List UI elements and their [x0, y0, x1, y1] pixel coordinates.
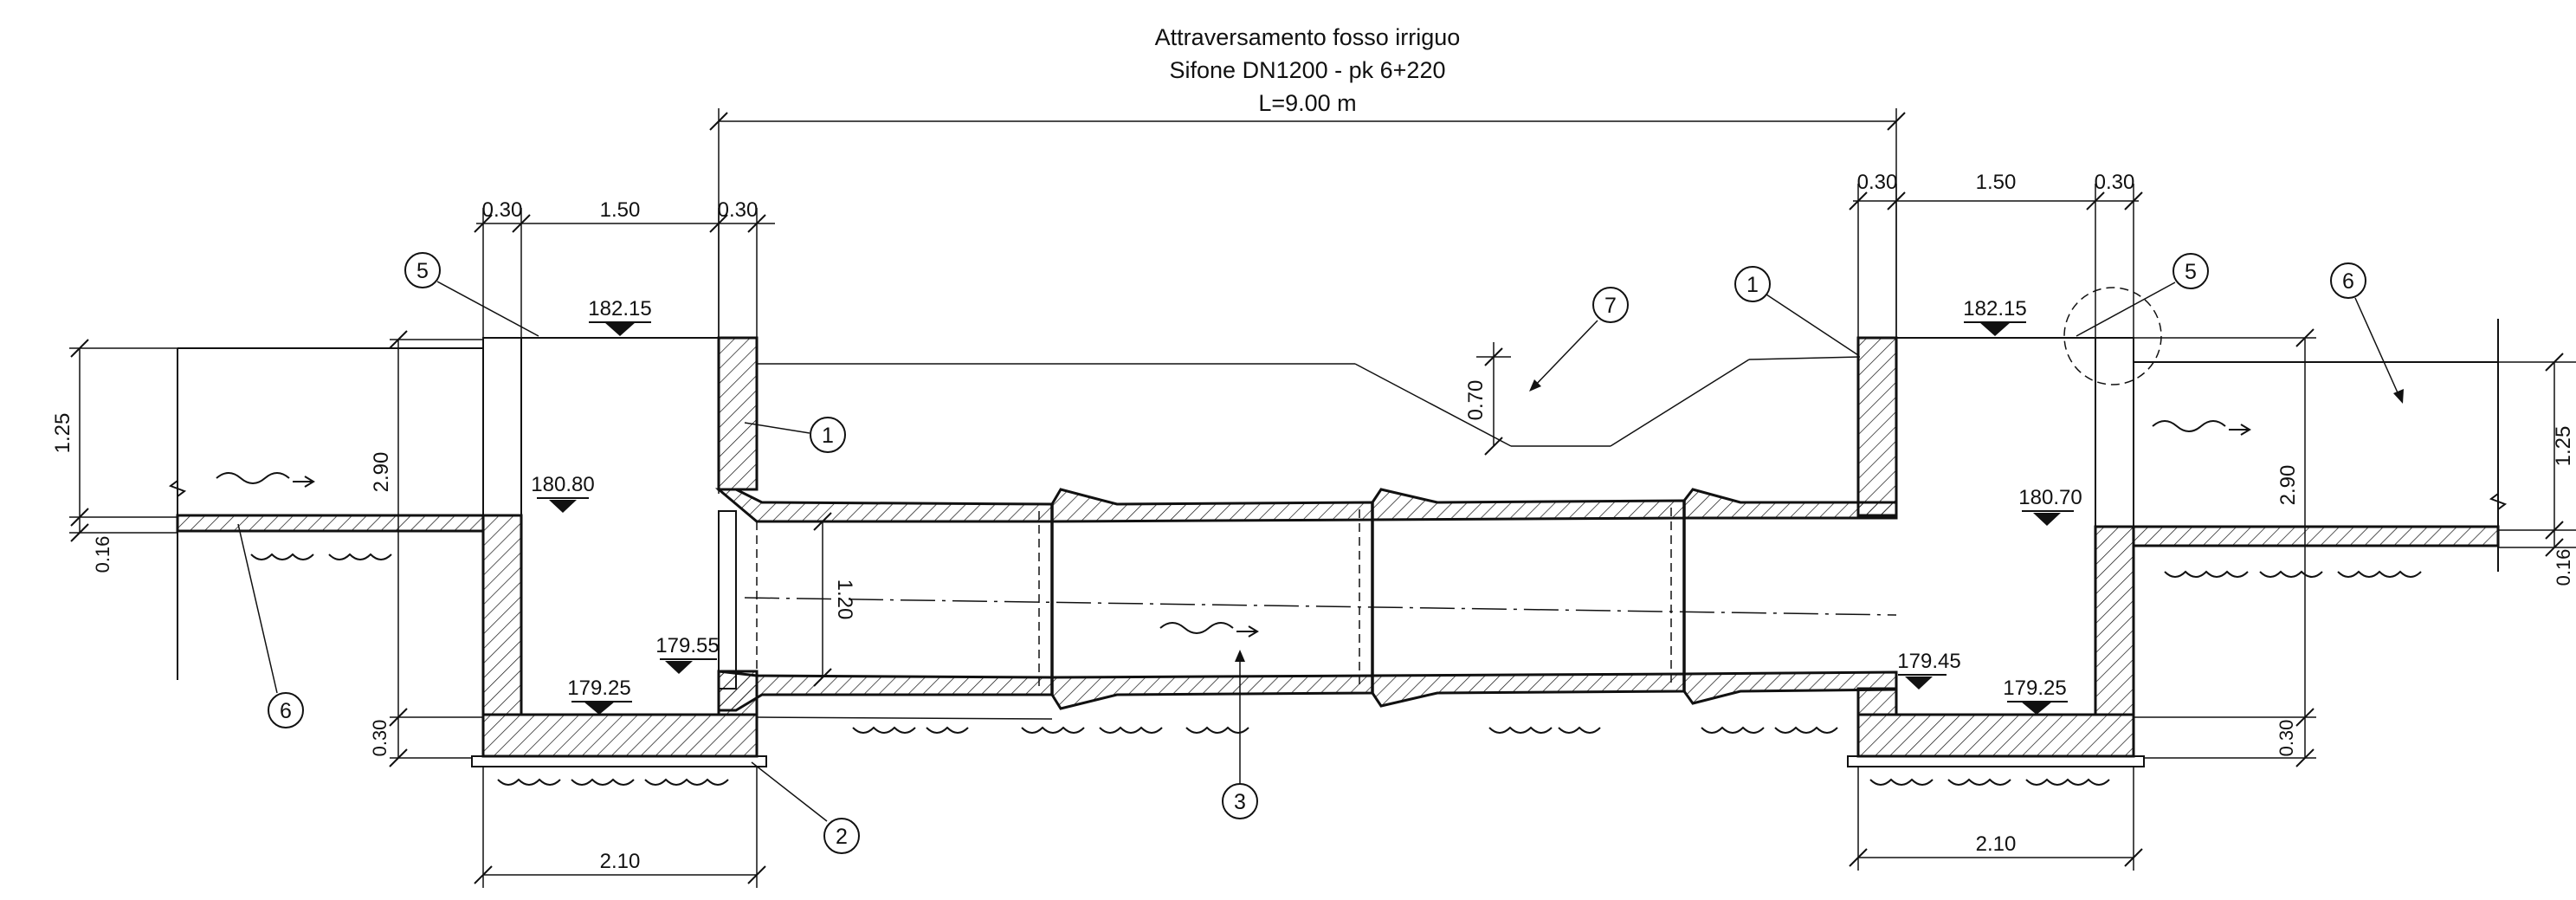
dim-left-chamber: 1.50 — [600, 198, 641, 222]
callout-5-right: 5 — [2185, 260, 2197, 284]
elev-left-top: 182.15 — [588, 297, 651, 321]
title-line-3: L=9.00 m — [1258, 90, 1356, 116]
elev-left-water: 180.80 — [531, 473, 594, 496]
callout-3: 3 — [1234, 790, 1246, 814]
elev-right-invert: 179.45 — [1897, 650, 1960, 673]
title-line-2: Sifone DN1200 - pk 6+220 — [1170, 57, 1446, 83]
dim-left-width: 2.10 — [600, 850, 641, 873]
dim-right-width: 2.10 — [1976, 832, 2017, 856]
left-chamber: 0.30 1.50 0.30 182.15 180.80 179.55 179.… — [369, 198, 775, 888]
title-block: Attraversamento fosso irriguo Sifone DN1… — [1155, 24, 1461, 116]
siphon-pipe: 1.20 — [714, 488, 1898, 734]
callout-6-right: 6 — [2342, 269, 2354, 294]
callout-2: 2 — [836, 825, 848, 849]
dim-left-channel-thickness: 0.16 — [92, 536, 113, 573]
dim-right-wall-left: 0.30 — [1857, 171, 1898, 194]
dim-left-height: 2.90 — [370, 452, 393, 493]
ditch-profile: 0.70 — [757, 342, 1861, 456]
dim-right-wall-right: 0.30 — [2095, 171, 2135, 194]
elev-right-water: 180.70 — [2018, 486, 2082, 509]
callouts: 5 1 6 2 3 7 1 5 6 — [237, 252, 2404, 854]
dim-ditch-depth: 0.70 — [1464, 380, 1488, 421]
elev-left-bottom: 179.25 — [567, 677, 630, 700]
left-channel: 1.25 0.16 — [51, 339, 485, 680]
elev-right-bottom: 179.25 — [2003, 677, 2066, 700]
dim-right-base: 0.30 — [2276, 720, 2297, 757]
callout-6-left: 6 — [280, 699, 292, 723]
callout-1-left: 1 — [822, 424, 834, 448]
dim-left-wall-top: 0.30 — [482, 198, 523, 222]
callout-5-left: 5 — [416, 259, 429, 283]
dim-right-water-depth: 1.25 — [2552, 426, 2575, 467]
dim-right-chamber: 1.50 — [1976, 171, 2017, 194]
right-chamber: 0.30 1.50 0.30 182.15 180.70 179.45 179.… — [1847, 171, 2316, 871]
callout-7: 7 — [1604, 294, 1617, 318]
elev-left-invert: 179.55 — [655, 634, 719, 657]
callout-1-right: 1 — [1746, 273, 1759, 297]
title-line-1: Attraversamento fosso irriguo — [1155, 24, 1461, 50]
elev-right-top: 182.15 — [1963, 297, 2026, 321]
dim-right-channel-thickness: 0.16 — [2553, 549, 2574, 586]
dim-left-water-depth: 1.25 — [51, 413, 74, 454]
dim-left-base: 0.30 — [369, 720, 391, 757]
dim-left-wall-right: 0.30 — [718, 198, 759, 222]
overall-length-dimension — [709, 108, 1906, 494]
right-channel: 1.25 0.16 — [2132, 319, 2576, 586]
dim-pipe-diameter: 1.20 — [833, 579, 856, 620]
dim-right-height: 2.90 — [2276, 465, 2300, 506]
